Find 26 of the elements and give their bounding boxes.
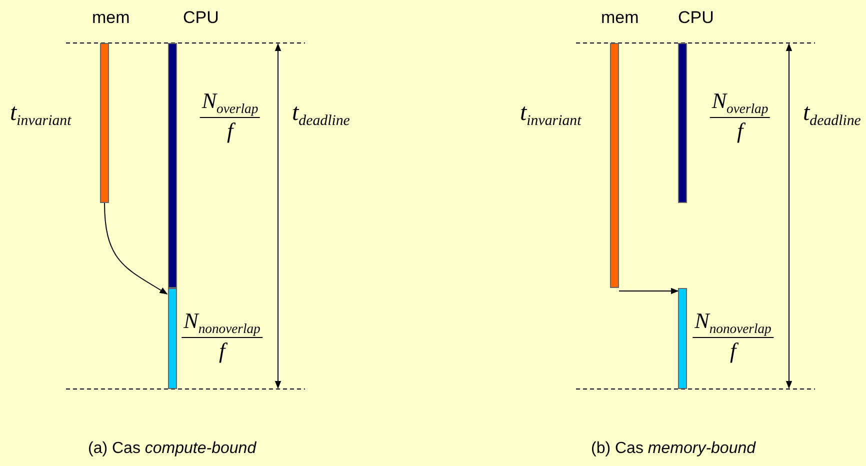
fraction-denominator: f	[182, 336, 262, 364]
fraction-denominator: f	[710, 116, 770, 144]
fraction-numerator: N$_{overlap}$	[200, 88, 260, 117]
fraction-denominator: f	[692, 336, 774, 364]
duration-label: t$_{deadline}$	[803, 100, 861, 130]
arrow	[618, 288, 679, 294]
fraction-numerator: N$_{nonoverlap}$	[694, 308, 772, 337]
time-bar	[678, 43, 687, 203]
caption: (b) Cas memory-bound	[591, 440, 756, 458]
duration-label: t$_{invariant}$	[10, 100, 72, 130]
time-bar	[168, 288, 177, 389]
column-header: CPU	[678, 8, 714, 28]
time-bar	[610, 43, 619, 288]
time-bar	[100, 43, 109, 203]
duration-label: t$_{deadline}$	[292, 100, 350, 130]
time-bar	[168, 43, 177, 288]
duration-label: t$_{invariant}$	[520, 100, 582, 130]
arrow	[104, 202, 168, 294]
column-header: mem	[92, 8, 130, 28]
time-bar	[678, 288, 687, 389]
fraction-denominator: f	[200, 116, 260, 144]
column-header: mem	[601, 8, 639, 28]
fraction-numerator: N$_{nonoverlap}$	[182, 308, 262, 337]
caption: (a) Cas compute-bound	[88, 440, 256, 458]
fraction-numerator: N$_{overlap}$	[710, 88, 770, 117]
column-header: CPU	[183, 8, 219, 28]
